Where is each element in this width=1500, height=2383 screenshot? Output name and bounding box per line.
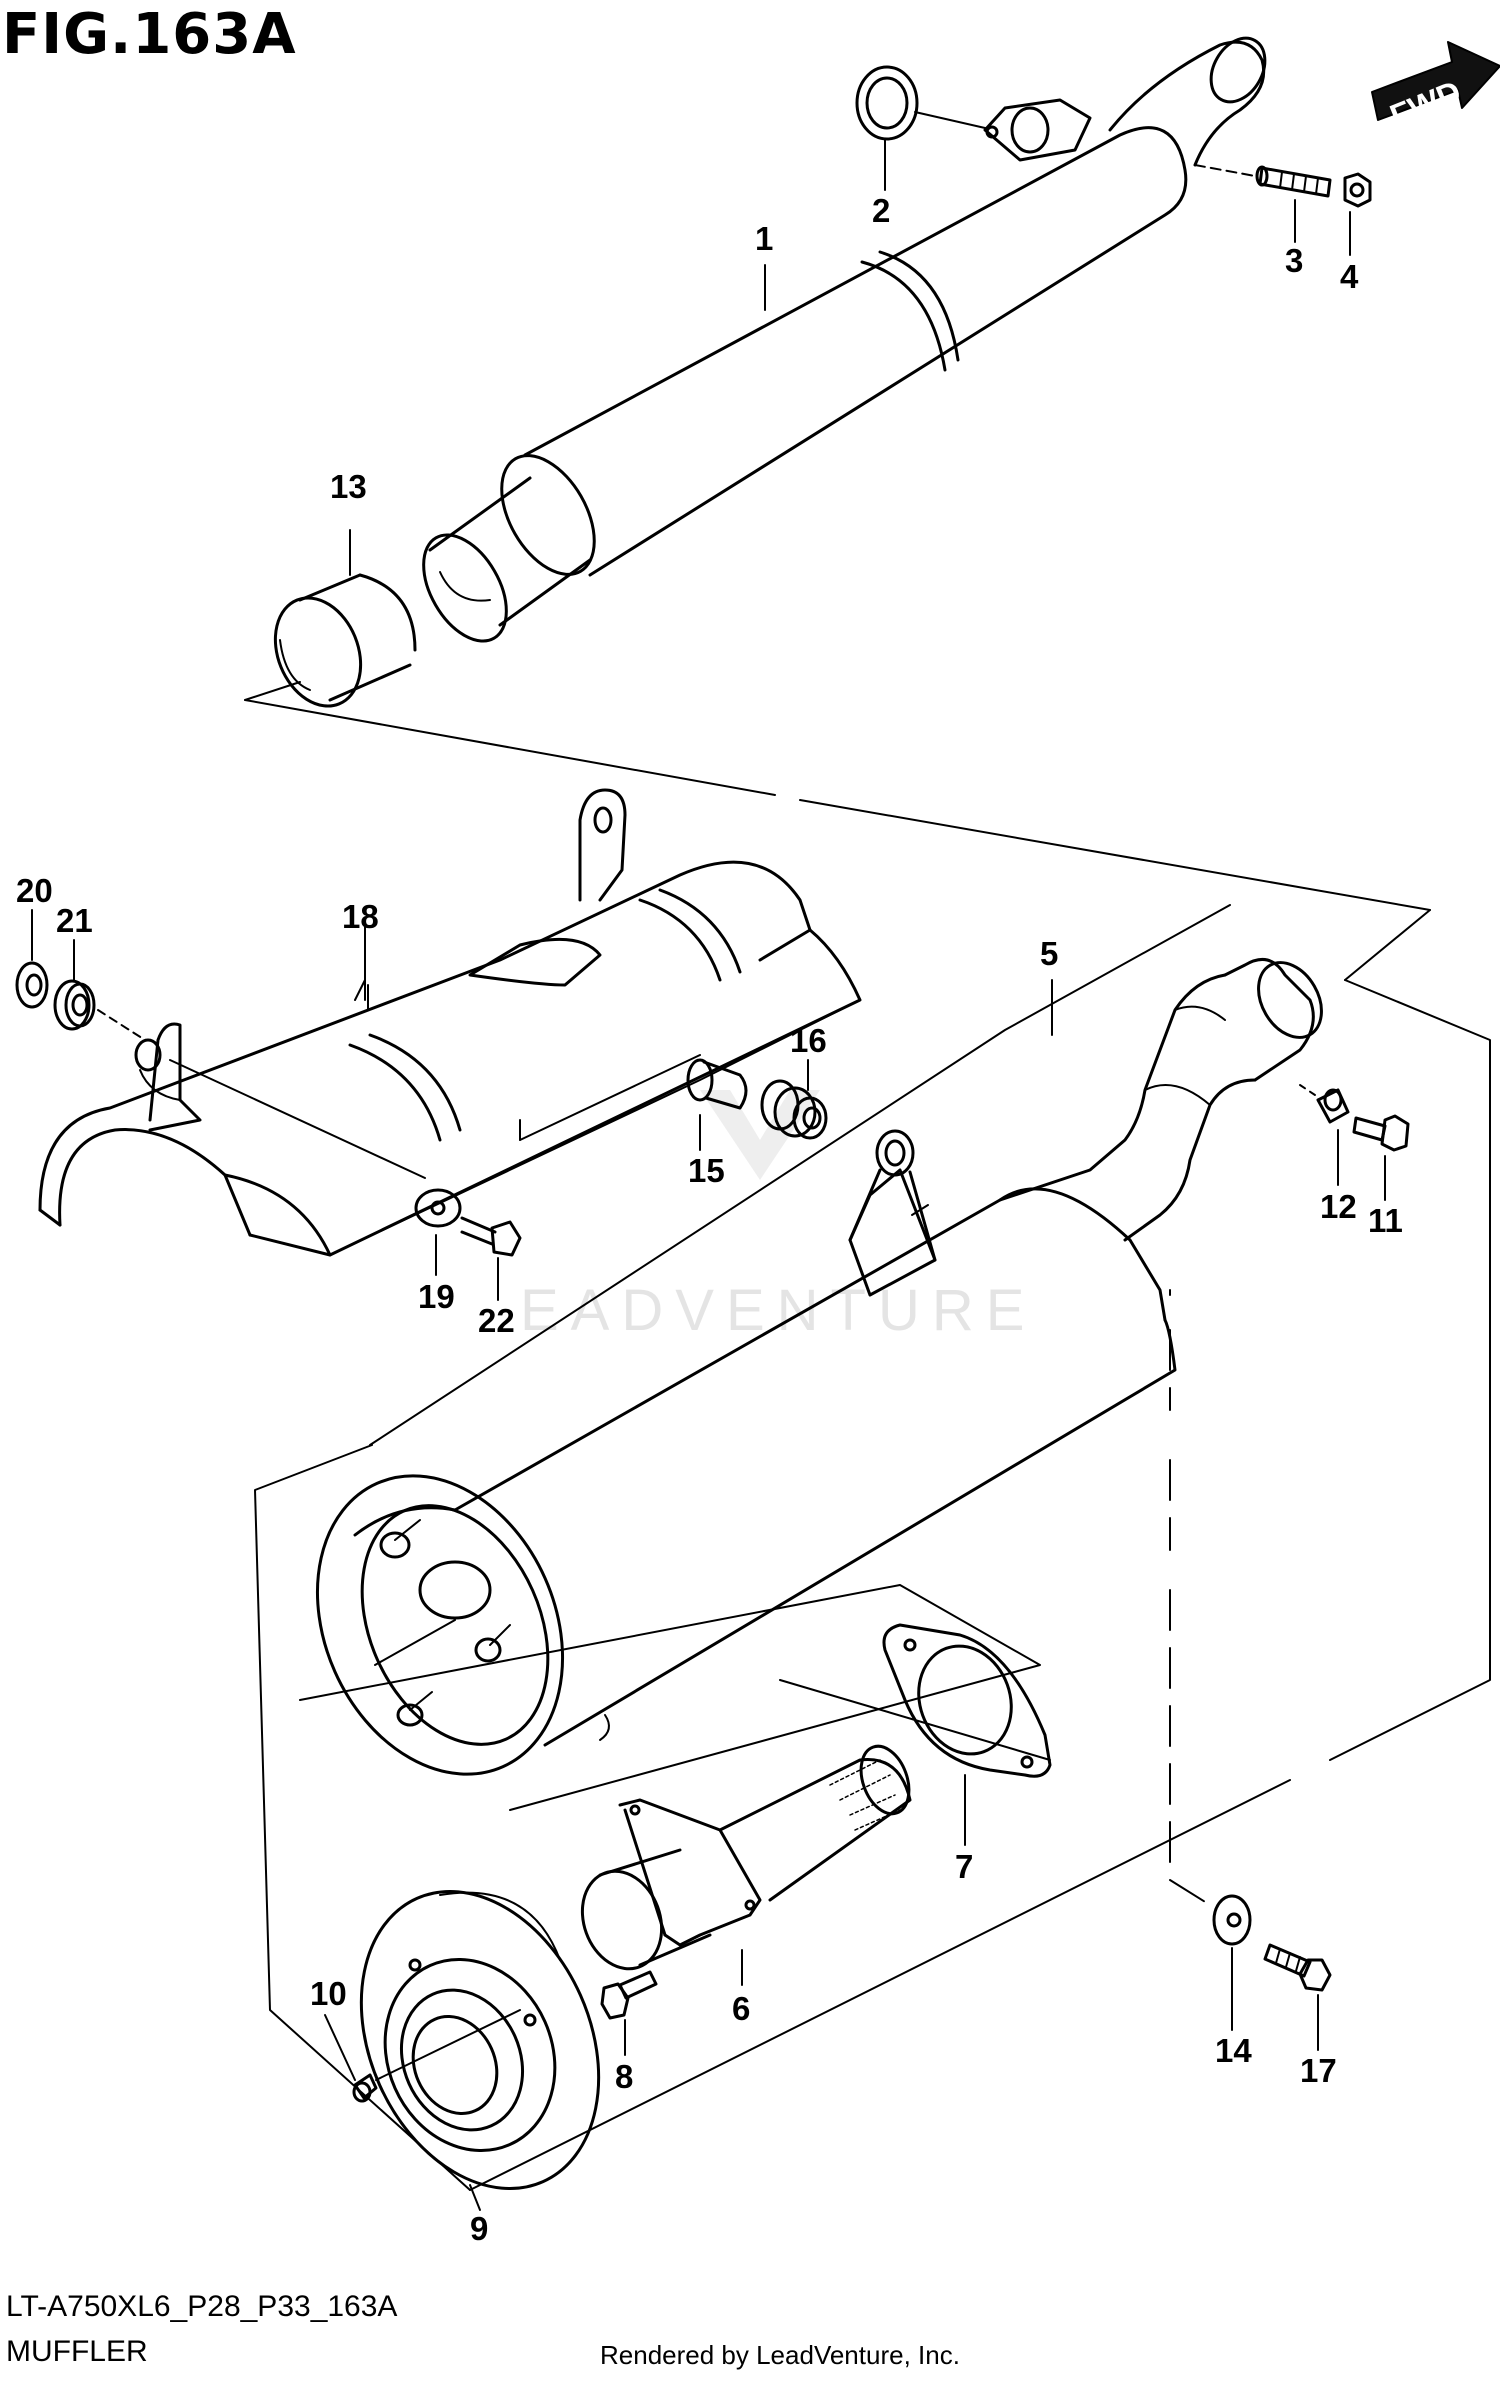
- callout-20: 20: [16, 872, 53, 909]
- callout-12: 12: [1320, 1188, 1357, 1225]
- callout-13: 13: [330, 468, 367, 505]
- part-20-washer: [15, 909, 49, 1009]
- callout-17: 17: [1300, 2052, 1337, 2089]
- callout-2: 2: [872, 192, 890, 229]
- part-22-bolt: [460, 1216, 522, 1301]
- part-1-exhaust-pipe: [422, 36, 1267, 643]
- part-18-heat-shield: [38, 788, 862, 1257]
- part-3-stud-bolt: [1194, 164, 1332, 243]
- part-17-bolt: [1263, 1943, 1332, 2051]
- render-credit: Rendered by LeadVenture, Inc.: [600, 2340, 960, 2370]
- callout-15: 15: [688, 1152, 725, 1189]
- callout-21: 21: [56, 902, 93, 939]
- fwd-arrow-icon: FWD: [1371, 41, 1500, 134]
- callout-11: 11: [1368, 1202, 1403, 1239]
- part-11-bolt: [1352, 1114, 1410, 1201]
- callout-22: 22: [478, 1302, 515, 1339]
- callout-3: 3: [1285, 242, 1303, 279]
- callout-16: 16: [790, 1022, 827, 1059]
- callout-19: 19: [418, 1278, 455, 1315]
- part-12-collar: [1299, 1084, 1350, 1186]
- part-14-washer: [1212, 1894, 1252, 2031]
- callout-7: 7: [955, 1848, 973, 1885]
- callout-6: 6: [732, 1990, 750, 2027]
- callout-14: 14: [1215, 2032, 1252, 2069]
- part-2-gasket: [855, 65, 986, 191]
- part-8-bolt: [600, 1970, 658, 2056]
- callout-18: 18: [342, 898, 379, 935]
- watermark-text: EADVENTURE: [520, 1278, 1036, 1343]
- callout-8: 8: [615, 2058, 633, 2095]
- part-13-connector: [273, 529, 417, 708]
- part-6-spark-arrester: [580, 1744, 912, 1986]
- watermark-logo: [700, 1090, 820, 1180]
- part-15-collar: [686, 1058, 748, 1151]
- callout-5: 5: [1040, 935, 1058, 972]
- part-16-grommet: [760, 1059, 828, 1140]
- part-9-end-cap: [359, 1890, 601, 2211]
- watermark: EADVENTURE: [520, 1090, 1036, 1343]
- part-10-screw: [324, 2009, 521, 2103]
- part-19-washer: [414, 1188, 462, 1276]
- part-4-nut: [1343, 172, 1372, 256]
- part-7-gasket: [882, 1623, 1052, 1846]
- figure-title: FIG.163A: [2, 2, 297, 67]
- diagram-code: LT-A750XL6_P28_P33_163A: [6, 2290, 398, 2323]
- callout-4: 4: [1340, 258, 1359, 295]
- callout-9: 9: [470, 2210, 488, 2247]
- callout-1: 1: [755, 220, 773, 257]
- callout-labels: 1 2 3 4 5 6 7 8 9 10 11 12 13 14 15 16 1…: [16, 192, 1403, 2247]
- part-21-grommet: [53, 939, 146, 1041]
- part-5-muffler: [315, 957, 1323, 1776]
- callout-10: 10: [310, 1975, 347, 2012]
- diagram-description: MUFFLER: [6, 2335, 148, 2368]
- assembly-guides: [244, 681, 1491, 2191]
